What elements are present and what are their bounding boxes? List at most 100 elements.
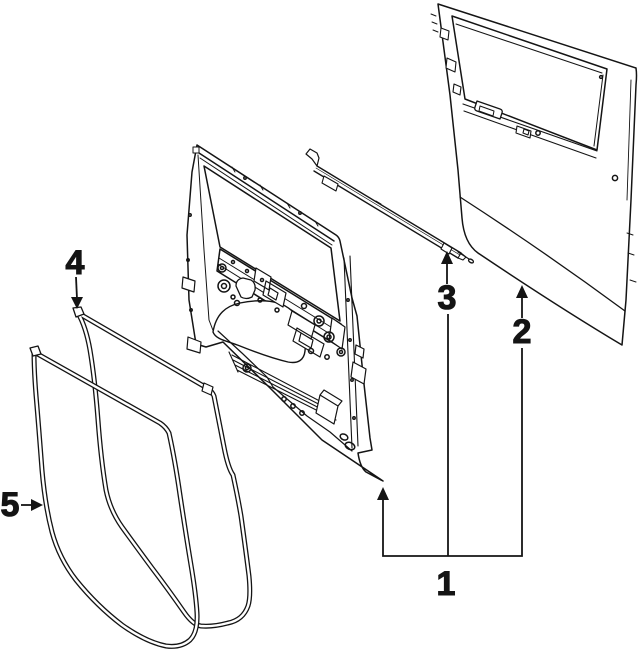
window-frame-inner-line2	[199, 157, 333, 246]
rear-inner-line	[626, 79, 632, 201]
front-channel-line	[197, 154, 215, 334]
seal5-corner-cap	[29, 345, 42, 357]
rear-oval	[344, 441, 356, 451]
sill-hole	[281, 396, 287, 402]
callout-5-arrowhead	[31, 499, 43, 511]
molding-right-clip	[440, 242, 453, 255]
washer	[336, 347, 346, 357]
front-edge-steps	[439, 27, 462, 96]
rear-rivet	[346, 298, 350, 302]
sill-band-top-edge	[217, 330, 353, 452]
belt-hole	[535, 130, 541, 136]
washer	[323, 331, 335, 343]
belt-molding-strip	[305, 148, 475, 264]
frame-tick	[231, 166, 319, 227]
aperture-inner-line	[455, 23, 604, 147]
grommet	[217, 263, 227, 273]
hinge-bracket	[181, 276, 202, 354]
molding-mid-mark	[375, 200, 382, 205]
rear-rivet	[348, 338, 352, 342]
callout-2-arrowhead	[516, 285, 528, 298]
outer-window-aperture	[451, 15, 608, 151]
callout-1: 1	[377, 348, 523, 604]
grommet	[230, 294, 236, 300]
front-edge-ticks	[430, 13, 439, 33]
grommet-dot	[219, 265, 225, 271]
rivet	[244, 268, 250, 274]
callout-4: 4	[65, 243, 85, 309]
panel-hole	[300, 302, 308, 310]
callout-1-label: 1	[437, 565, 456, 603]
callout-5: 5	[0, 485, 43, 525]
impact-beam-lines	[228, 351, 337, 421]
rear-channel	[343, 255, 359, 449]
callout-2: 2	[512, 285, 532, 352]
panel-hole	[324, 354, 330, 360]
rear-door-seal	[72, 306, 253, 629]
seal4-tube-inner	[76, 311, 251, 628]
belt-bracket	[515, 125, 532, 139]
callout-3-arrowhead	[441, 251, 453, 264]
sill-hole	[299, 410, 305, 416]
callout-5-label: 5	[1, 486, 20, 524]
washer	[313, 315, 325, 327]
seal5-tube-inner	[32, 350, 199, 648]
grommet	[217, 279, 231, 293]
impact-beam-end-box	[315, 389, 343, 425]
rear-edge-ticks	[626, 232, 637, 283]
rivet	[230, 259, 236, 265]
rear-rivet	[350, 378, 354, 382]
window-frame-inner-line	[198, 152, 335, 242]
panel-hole	[274, 307, 280, 313]
callout-2-label: 2	[513, 313, 532, 351]
outer-door-panel	[430, 3, 638, 346]
washer-dot	[326, 334, 332, 340]
apex-notch	[192, 146, 200, 154]
panel-hole	[257, 297, 263, 303]
edge-rivet	[189, 308, 193, 312]
washer-dot	[316, 318, 322, 324]
window-aperture	[203, 165, 341, 322]
callout-1-bracket	[382, 348, 523, 557]
seal5-tube-outer	[31, 349, 200, 649]
seal4-corner-cap2	[201, 382, 214, 396]
rivet	[259, 277, 265, 283]
molding-clip	[321, 175, 339, 192]
inner-panel-opening	[212, 300, 306, 364]
edge-rivet	[186, 258, 190, 262]
panel-hole	[611, 174, 619, 182]
washer-dot	[338, 349, 344, 355]
grommet-dot	[220, 282, 228, 290]
callout-1-arrowhead	[377, 487, 389, 500]
panel-hole	[307, 347, 315, 355]
rear-bracket	[350, 344, 367, 385]
latch-bracket	[235, 277, 256, 300]
edge-rivet	[188, 213, 192, 217]
rear-oval	[339, 433, 349, 441]
molding-pin-head	[467, 258, 475, 264]
callouts: 1 2 3 4 5	[0, 243, 532, 604]
front-door-seal	[29, 345, 200, 649]
character-crease	[459, 196, 626, 312]
callout-4-label: 4	[66, 244, 85, 282]
panel-hole	[233, 299, 241, 307]
handle-reinforcement-inner	[478, 105, 495, 117]
callout-4-arrowhead	[71, 297, 83, 309]
callout-4-arrow-line	[75, 276, 78, 300]
sill-grommet	[242, 363, 252, 373]
panel-dot	[598, 74, 604, 80]
frame-rivet	[298, 211, 302, 215]
rear-rivet	[352, 416, 356, 420]
sill-grommet-dot	[244, 365, 250, 371]
molding-pin	[457, 251, 470, 260]
molding-centerline	[315, 167, 461, 256]
molding-line	[316, 165, 462, 254]
seal4-corner-cap	[72, 306, 85, 318]
callout-3-label: 3	[438, 279, 457, 317]
sill-hole	[290, 403, 296, 409]
handle-reinforcement	[474, 100, 503, 120]
door-shell-assembly	[181, 144, 384, 482]
molding-end-hook	[305, 148, 320, 167]
